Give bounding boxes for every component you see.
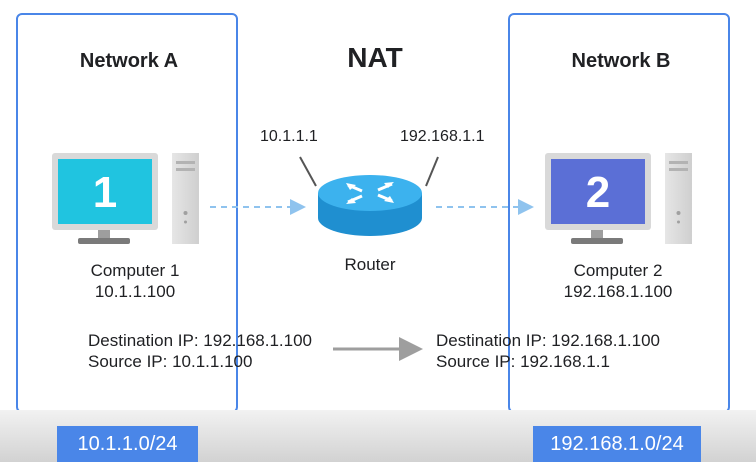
router-left-ip: 10.1.1.1 xyxy=(260,128,318,145)
computer-1-icon xyxy=(52,153,199,244)
computer-2-icon xyxy=(545,153,692,244)
computer-2-screen xyxy=(551,159,645,224)
computer-2-number: 2 xyxy=(586,168,610,217)
network-b-title: Network B xyxy=(571,50,671,72)
packet-after-source: Source IP: 192.168.1.1 xyxy=(436,352,610,371)
router-right-ip: 192.168.1.1 xyxy=(400,128,485,145)
computer-1-screen xyxy=(58,159,152,224)
router-icon xyxy=(318,175,422,236)
packet-before-source: Source IP: 10.1.1.100 xyxy=(88,352,253,371)
computer-1-ip: 10.1.1.100 xyxy=(94,282,176,301)
network-b-subnet: 192.168.1.0/24 xyxy=(533,426,701,462)
network-a-subnet: 10.1.1.0/24 xyxy=(57,426,198,462)
packet-before-destination: Destination IP: 192.168.1.100 xyxy=(88,331,312,350)
router-right-ip-leader xyxy=(425,156,439,187)
network-a-title: Network A xyxy=(79,50,179,72)
computer-2-caption: Computer 2 192.168.1.100 xyxy=(533,260,703,302)
packet-after-destination: Destination IP: 192.168.1.100 xyxy=(436,331,660,350)
computer-2-name: Computer 2 xyxy=(573,261,663,280)
router-label: Router xyxy=(344,255,396,274)
router-left-ip-leader xyxy=(299,156,317,187)
packet-before: Destination IP: 192.168.1.100 Source IP:… xyxy=(88,330,312,372)
computer-1-number: 1 xyxy=(93,168,117,217)
computer-2-ip: 192.168.1.100 xyxy=(563,282,673,301)
computer-1-caption: Computer 1 10.1.1.100 xyxy=(50,260,220,302)
computer-1-name: Computer 1 xyxy=(90,261,180,280)
diagram-title: NAT xyxy=(347,42,403,73)
packet-after: Destination IP: 192.168.1.100 Source IP:… xyxy=(436,330,660,372)
